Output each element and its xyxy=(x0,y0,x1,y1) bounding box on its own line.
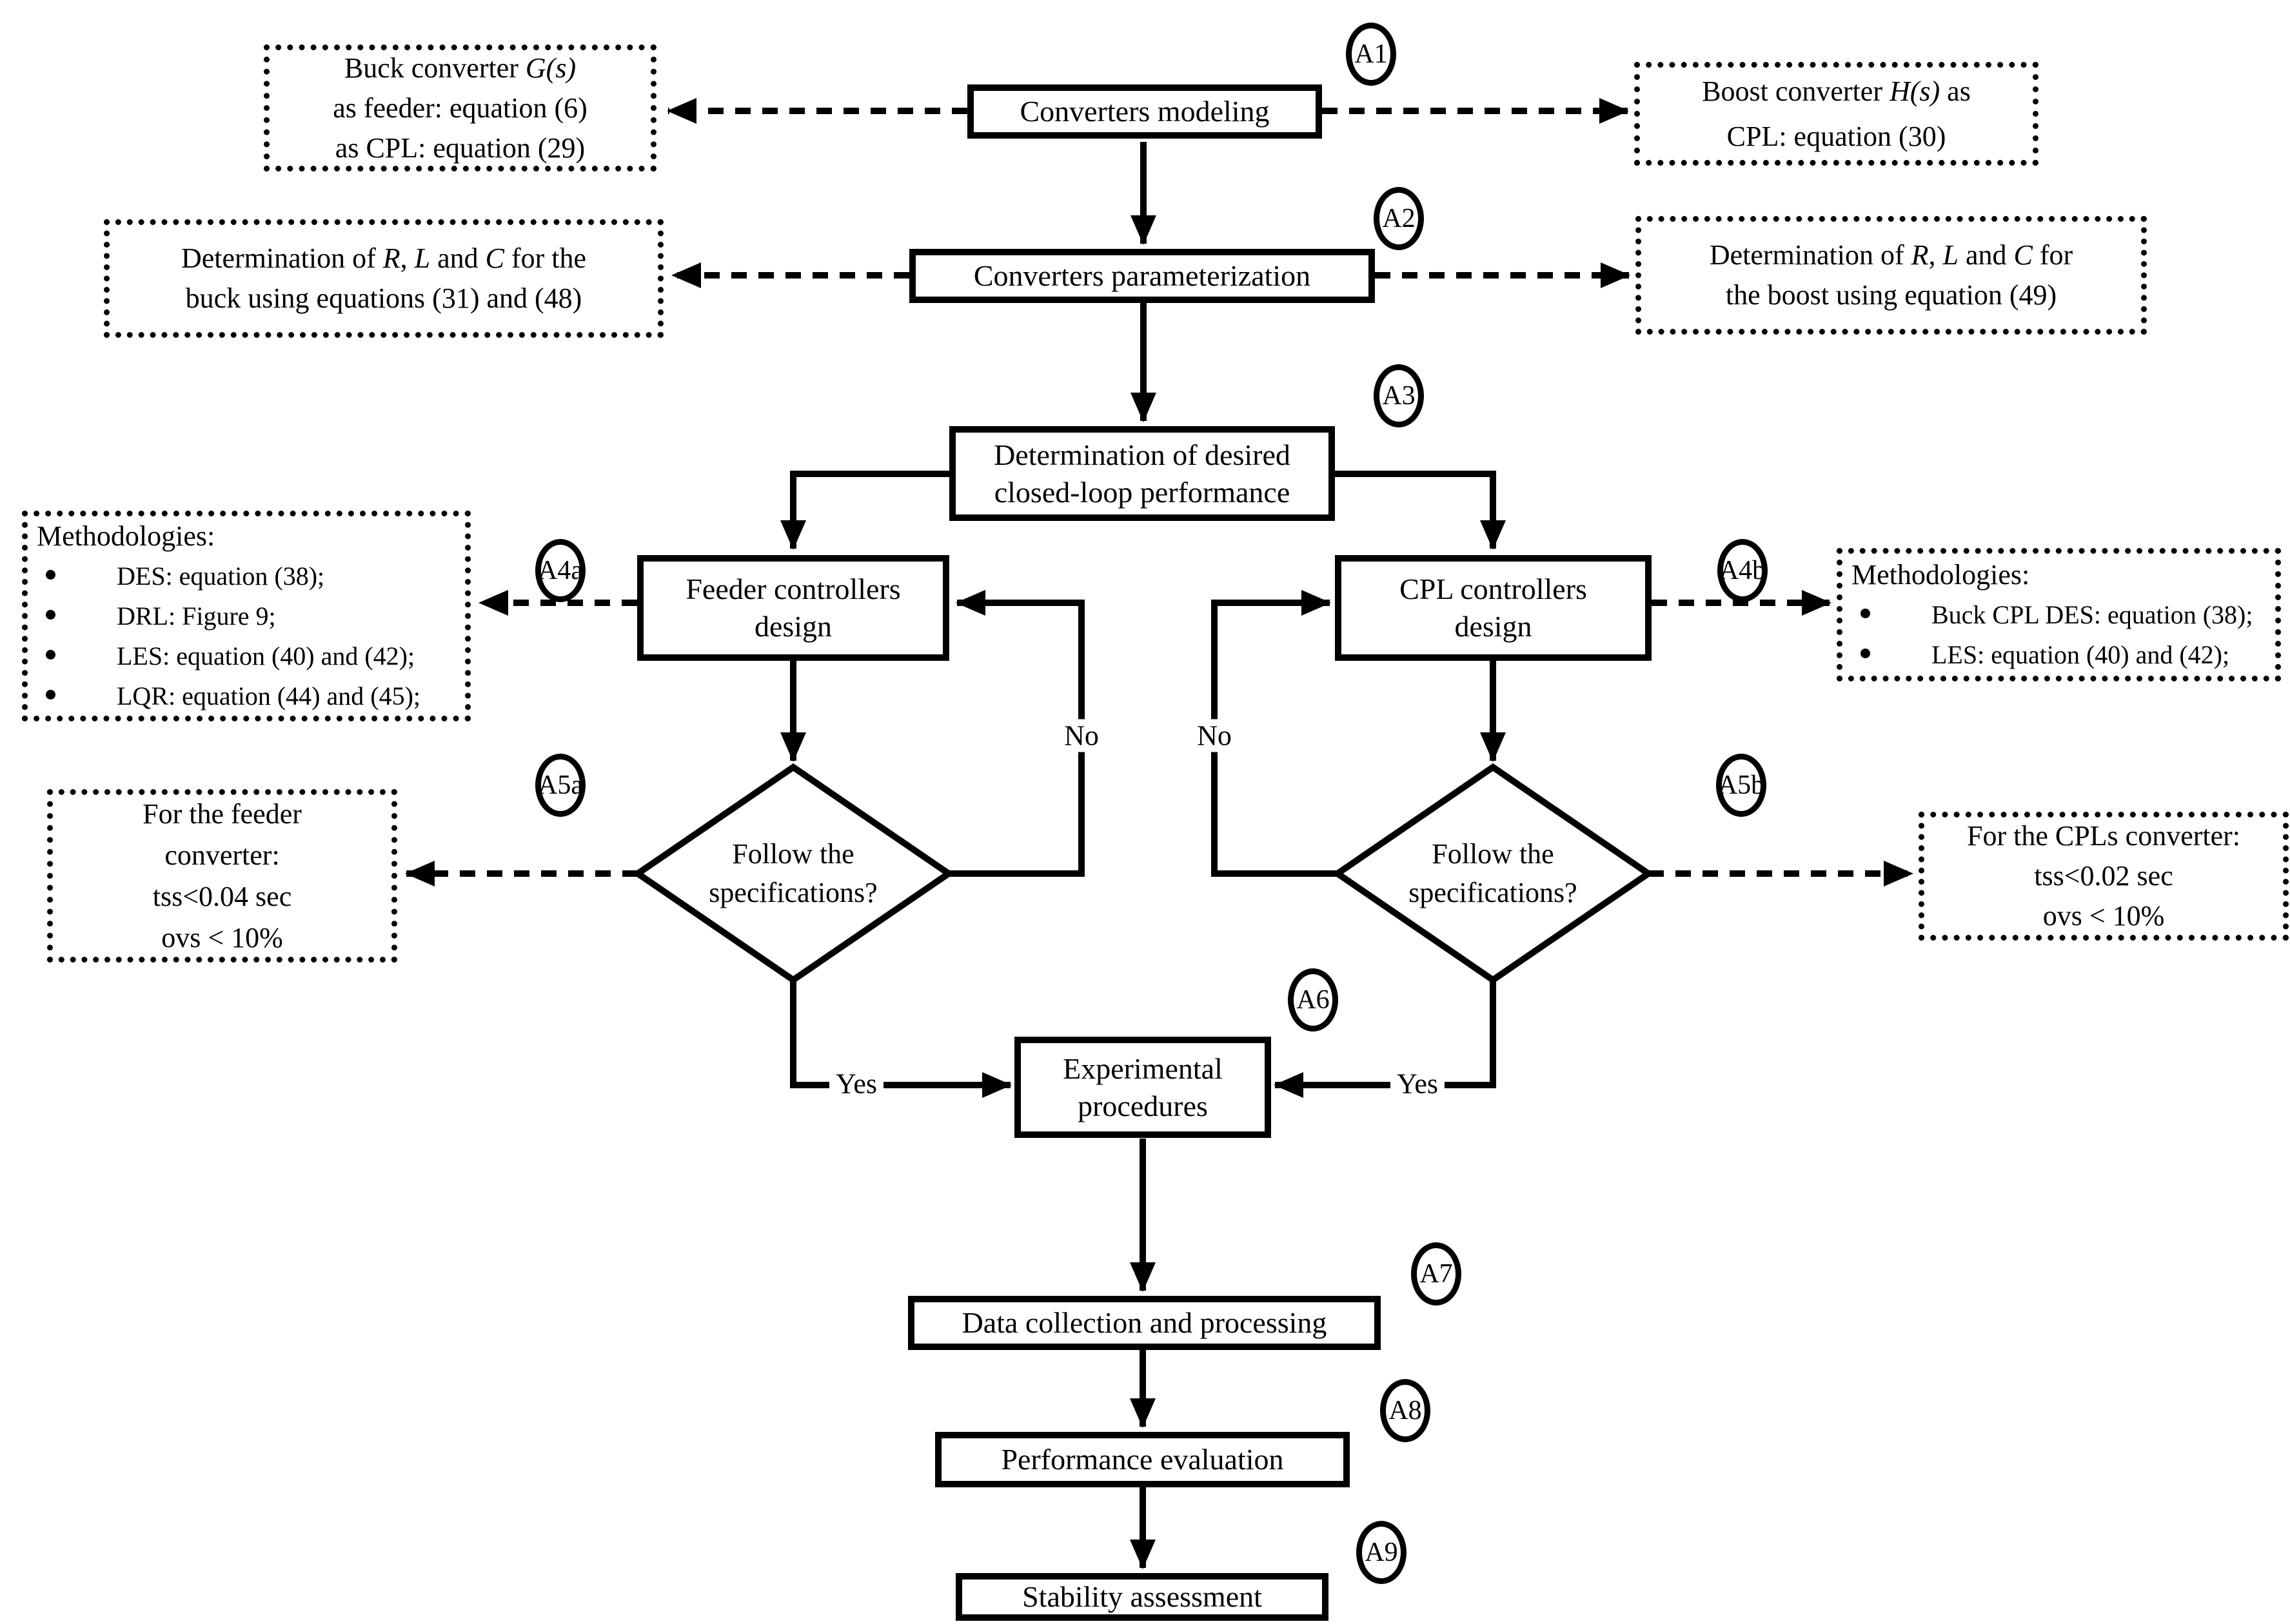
node-label-line: Determination of desired xyxy=(994,438,1290,471)
badge-a1: A1 xyxy=(1346,23,1396,86)
node-cpl-controllers-design: CPL controllers design xyxy=(1335,555,1652,661)
badge-a5a: A5a xyxy=(535,754,586,817)
methodology-item: LES: equation (40) and (42); xyxy=(37,636,420,676)
node-stability-assessment: Stability assessment xyxy=(956,1573,1328,1621)
badge-a2: A2 xyxy=(1374,187,1424,250)
note-line: as CPL: equation (29) xyxy=(335,132,586,164)
badge-a7: A7 xyxy=(1411,1242,1461,1306)
note-line: For the CPLs converter: xyxy=(1966,820,2241,852)
node-label-line: closed-loop performance xyxy=(994,475,1290,509)
methodology-item: DES: equation (38); xyxy=(37,556,420,596)
note-line: tss<0.02 sec xyxy=(2034,860,2173,892)
methodologies-list: Buck CPL DES: equation (38);LES: equatio… xyxy=(1851,595,2253,675)
node-label: Data collection and processing xyxy=(962,1306,1327,1339)
note-line: CPL: equation (30) xyxy=(1726,120,1946,152)
label-no-feeder: No xyxy=(1058,719,1105,752)
bullet-icon xyxy=(46,690,55,699)
badge-a4b: A4b xyxy=(1717,539,1768,602)
bullet-icon xyxy=(1861,649,1870,658)
note-buck-parameters: Determination of R, L and C for the buck … xyxy=(104,219,664,338)
cpl-decision-diamond xyxy=(1332,763,1654,984)
note-buck-model: Buck converter G(s) as feeder: equation (… xyxy=(264,44,656,171)
node-label: Converters modeling xyxy=(1020,95,1270,128)
node-label-line: CPL controllers xyxy=(1399,572,1587,605)
bullet-icon xyxy=(1861,609,1870,618)
note-line: For the feeder xyxy=(143,797,302,830)
note-boost-model: Boost converter H(s) as CPL: equation (30… xyxy=(1634,62,2038,166)
note-line: Determination of R, L and C for xyxy=(1709,239,2073,271)
arrow-feeder-yes xyxy=(790,980,1012,1098)
arrow-cpl-yes xyxy=(1274,980,1496,1098)
note-cpl-spec: For the CPLs converter: tss<0.02 sec ovs <… xyxy=(1919,812,2289,941)
badge-a4a: A4a xyxy=(535,539,586,602)
bullet-icon xyxy=(46,570,55,580)
note-line: the boost using equation (49) xyxy=(1725,279,2057,311)
note-line: ovs < 10% xyxy=(161,921,283,954)
feeder-decision-diamond xyxy=(632,763,954,984)
arrow-a3-to-cpl-design xyxy=(1335,471,1506,550)
node-feeder-controllers-design: Feeder controllers design xyxy=(637,555,949,661)
node-desired-performance: Determination of desired closed-loop per… xyxy=(949,426,1335,521)
bullet-icon xyxy=(46,650,55,660)
note-boost-parameters: Determination of R, L and C for the boost… xyxy=(1635,216,2147,335)
node-performance-evaluation: Performance evaluation xyxy=(935,1432,1350,1487)
methodology-item: DRL: Figure 9; xyxy=(37,596,420,636)
node-experimental-procedures: Experimental procedures xyxy=(1014,1037,1271,1138)
methodologies-title: Methodologies: xyxy=(37,520,215,552)
methodologies-title: Methodologies: xyxy=(1851,558,2030,591)
node-label: Converters parameterization xyxy=(973,259,1311,292)
node-label-line: design xyxy=(1454,610,1532,643)
arrow-a3-to-feeder-design xyxy=(780,471,949,550)
label-no-cpl: No xyxy=(1190,719,1238,752)
bullet-icon xyxy=(46,610,55,620)
node-label-line: Feeder controllers xyxy=(686,572,901,605)
badge-a8: A8 xyxy=(1380,1379,1430,1442)
node-label: Performance evaluation xyxy=(1001,1443,1284,1476)
node-converters-modeling: Converters modeling xyxy=(967,84,1322,139)
node-converters-parameterization: Converters parameterization xyxy=(909,249,1375,303)
note-line: tss<0.04 sec xyxy=(152,880,292,912)
note-line: ovs < 10% xyxy=(2042,900,2165,932)
note-line: Buck converter G(s) xyxy=(344,52,577,84)
node-label-line: Experimental xyxy=(1063,1052,1223,1085)
node-label: Stability assessment xyxy=(1022,1580,1262,1613)
note-line: as feeder: equation (6) xyxy=(333,92,587,124)
methodology-item: LQR: equation (44) and (45); xyxy=(37,676,420,716)
badge-a6: A6 xyxy=(1288,968,1338,1032)
node-label-line: design xyxy=(754,610,833,643)
label-yes-cpl: Yes xyxy=(1390,1067,1445,1101)
badge-a5b: A5b xyxy=(1716,754,1766,817)
note-feeder-spec: For the feeder converter: tss<0.04 sec ovs … xyxy=(47,789,397,963)
note-cpl-methodologies: Methodologies: Buck CPL DES: equation (3… xyxy=(1837,548,2281,681)
methodology-item: LES: equation (40) and (42); xyxy=(1851,635,2253,675)
badge-a3: A3 xyxy=(1374,364,1424,427)
note-line: Boost converter H(s) as xyxy=(1702,75,1971,107)
note-line: Determination of R, L and C for the xyxy=(181,242,587,274)
node-label-line: procedures xyxy=(1078,1089,1208,1122)
note-line: buck using equations (31) and (48) xyxy=(185,282,582,314)
note-feeder-methodologies: Methodologies: DES: equation (38);DRL: F… xyxy=(22,511,471,721)
methodologies-list: DES: equation (38);DRL: Figure 9;LES: eq… xyxy=(37,556,420,716)
note-line: converter: xyxy=(164,839,280,871)
label-yes-feeder: Yes xyxy=(829,1067,884,1101)
badge-a9: A9 xyxy=(1356,1521,1407,1584)
methodology-item: Buck CPL DES: equation (38); xyxy=(1851,595,2253,635)
node-data-collection: Data collection and processing xyxy=(908,1296,1381,1350)
